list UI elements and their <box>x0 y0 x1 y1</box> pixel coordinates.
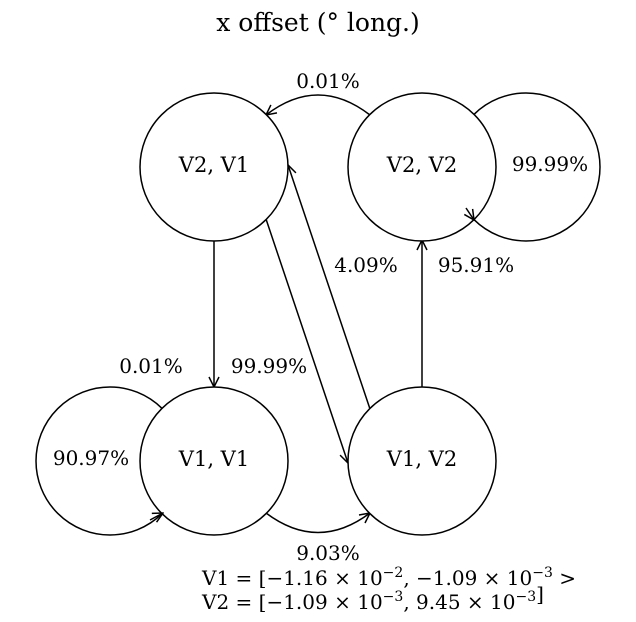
node-label-v1v2: V1, V2 <box>386 447 457 471</box>
edge-label-v1v1-top: 0.01% <box>119 354 183 378</box>
edge-label-v2v1-to-v1v2: 99.99% <box>231 354 307 378</box>
edge-v1v1-to-v1v2 <box>265 513 370 534</box>
edge-label-v2v2-to-v2v1: 0.01% <box>296 69 360 93</box>
edge-label-v2v2-self: 99.99% <box>512 152 588 176</box>
edge-label-v1v1-self: 90.97% <box>53 446 129 470</box>
node-v1v2 <box>347 386 497 536</box>
footer-v2-definition: V2 = [−1.09 × 10−3, 9.45 × 10−3] <box>201 582 544 614</box>
self-loop-v1v1-arrowhead <box>149 513 163 520</box>
self-loop-v2v2-arrowhead <box>466 207 474 220</box>
diagram-title: x offset (° long.) <box>216 8 420 37</box>
edge-label-v1v2-to-v2v2: 95.91% <box>438 253 514 277</box>
node-label-v2v1: V2, V1 <box>178 153 249 177</box>
edge-label-v1v2-to-v2v1: 4.09% <box>334 253 398 277</box>
node-v2v2 <box>347 92 497 242</box>
footer-v1-definition: V1 = [−1.16 × 10−2, −1.09 × 10−3 > <box>201 565 576 590</box>
node-label-v1v1: V1, V1 <box>178 447 249 471</box>
edge-v1v2-to-v2v1 <box>288 165 371 410</box>
edge-v2v1-to-v1v2 <box>265 218 348 463</box>
node-label-v2v2: V2, V2 <box>386 153 457 177</box>
node-v2v1 <box>139 92 289 242</box>
node-v1v1 <box>139 386 289 536</box>
edge-v2v2-to-v2v1 <box>266 94 371 115</box>
edge-label-v1v1-to-v1v2: 9.03% <box>296 541 360 565</box>
